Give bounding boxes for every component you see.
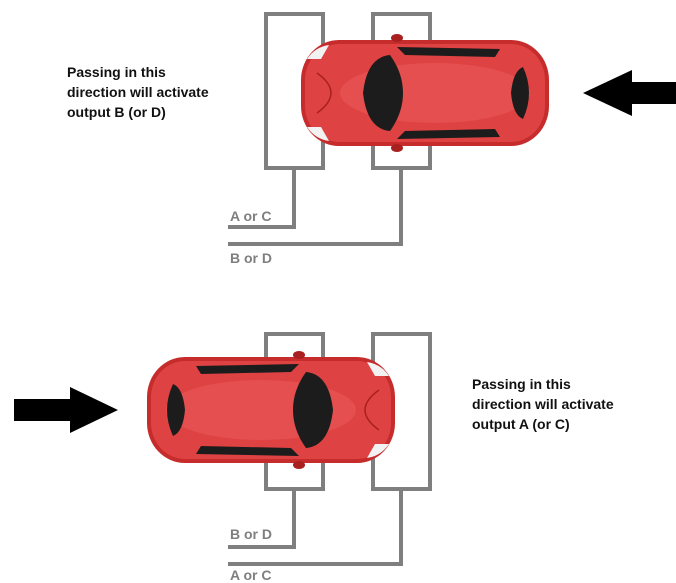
top-panel [228,12,676,246]
wire-label-bottom-upper: B or D [230,526,272,542]
caption-line: output A (or C) [472,416,570,432]
wire-upper [228,168,296,229]
caption-line: direction will activate [472,396,614,412]
wire-upper [228,489,296,549]
bottom-panel [14,332,432,566]
wire-lower [228,168,403,246]
arrow-right-icon [14,387,118,433]
car-image [146,350,396,470]
caption-line: direction will activate [67,84,209,100]
car-image [300,33,550,153]
caption-top: Passing in this direction will activate … [67,62,209,122]
caption-line: Passing in this [67,64,166,80]
caption-line: output B (or D) [67,104,166,120]
wire-label-top-lower: B or D [230,250,272,266]
wire-label-bottom-lower: A or C [230,567,272,583]
caption-bottom: Passing in this direction will activate … [472,374,614,434]
wire-label-top-upper: A or C [230,208,272,224]
caption-line: Passing in this [472,376,571,392]
wire-lower [228,489,403,566]
arrow-left-icon [583,70,676,116]
